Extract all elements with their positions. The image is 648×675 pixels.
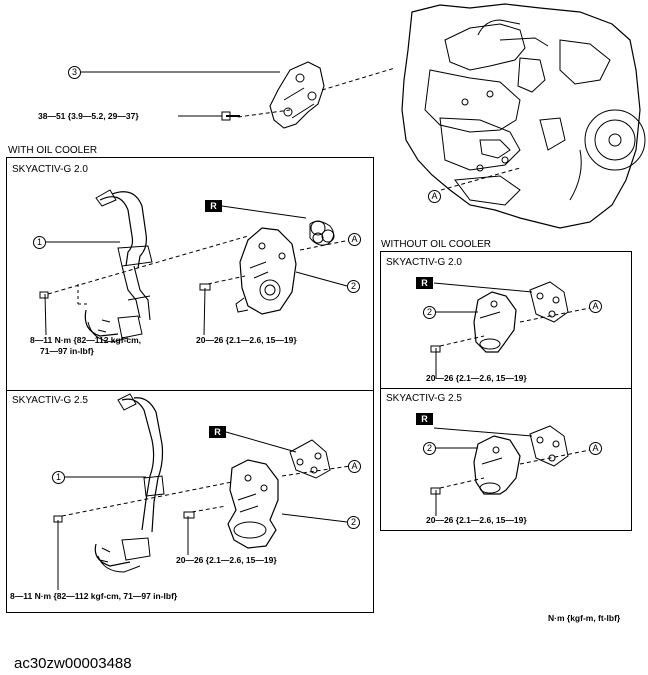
- skyactiv-g-2-0-label: SKYACTIV-G 2.0: [386, 257, 462, 268]
- with-oil-cooler-panel: [6, 157, 374, 613]
- callout-1: 1: [52, 471, 65, 484]
- oil-cooler-hose-2-0-illustration: [84, 189, 153, 343]
- torque-spec-filter-body: 20—26 {2.1—2.6, 15—19}: [176, 555, 277, 565]
- callout-2: 2: [423, 442, 436, 455]
- callout-2: 2: [347, 516, 360, 529]
- gasket-2-5-illustration: [289, 439, 331, 479]
- oil-cooler-hose-2-5-illustration: [94, 393, 165, 573]
- gasket-2-0-illustration: [309, 220, 335, 246]
- callout-a: A: [589, 300, 602, 313]
- replace-badge: R: [416, 277, 433, 289]
- callout-3: 3: [68, 66, 81, 79]
- callout-a: A: [589, 442, 602, 455]
- bracket-3-illustration: [221, 61, 325, 129]
- gasket-wo-2-5-illustration: [529, 425, 569, 467]
- torque-spec-hose-bolt: 8—11 N·m {82—112 kgf-cm, 71—97 in-lbf}: [10, 591, 178, 601]
- callout-2: 2: [423, 306, 436, 319]
- torque-spec-filter-body: 20—26 {2.1—2.6, 15—19}: [196, 335, 297, 345]
- skyactiv-g-2-5-label: SKYACTIV-G 2.5: [12, 395, 88, 406]
- skyactiv-g-2-0-label: SKYACTIV-G 2.0: [12, 164, 88, 175]
- oil-filter-body-wo-2-5-illustration: [473, 435, 521, 495]
- replace-badge: R: [209, 426, 226, 438]
- torque-spec-bracket: 38—51 {3.9—5.2, 29—37}: [38, 111, 139, 121]
- torque-spec-filter-body: 20—26 {2.1—2.6, 15—19}: [426, 373, 527, 383]
- oil-filter-body-wo-2-0-illustration: [473, 291, 517, 353]
- without-oil-cooler-heading: WITHOUT OIL COOLER: [381, 239, 492, 250]
- callout-a-engine: A: [428, 190, 441, 203]
- with-oil-cooler-heading: WITH OIL COOLER: [8, 145, 98, 156]
- oil-filter-body-2-0-illustration: [235, 227, 297, 315]
- callout-a: A: [348, 460, 361, 473]
- torque-spec-hose-bolt-line2: 71—97 in-lbf}: [40, 346, 94, 356]
- units-legend: N·m {kgf-m, ft-lbf}: [548, 613, 621, 623]
- panel-divider-with: [6, 390, 374, 391]
- replace-badge: R: [416, 413, 433, 425]
- callout-a: A: [348, 233, 361, 246]
- engine-block-illustration: [401, 3, 646, 229]
- callout-2: 2: [347, 280, 360, 293]
- panel-divider-without: [380, 388, 632, 389]
- figure-id: ac30zw00003488: [14, 655, 132, 672]
- skyactiv-g-2-5-label: SKYACTIV-G 2.5: [386, 393, 462, 404]
- torque-spec-hose-bolt-line1: 8—11 N·m {82—112 kgf-cm,: [30, 335, 142, 345]
- callout-1: 1: [33, 236, 46, 249]
- torque-spec-filter-body: 20—26 {2.1—2.6, 15—19}: [426, 515, 527, 525]
- without-oil-cooler-panel: [380, 251, 632, 531]
- replace-badge: R: [205, 200, 222, 212]
- oil-filter-body-2-5-illustration: [227, 459, 279, 549]
